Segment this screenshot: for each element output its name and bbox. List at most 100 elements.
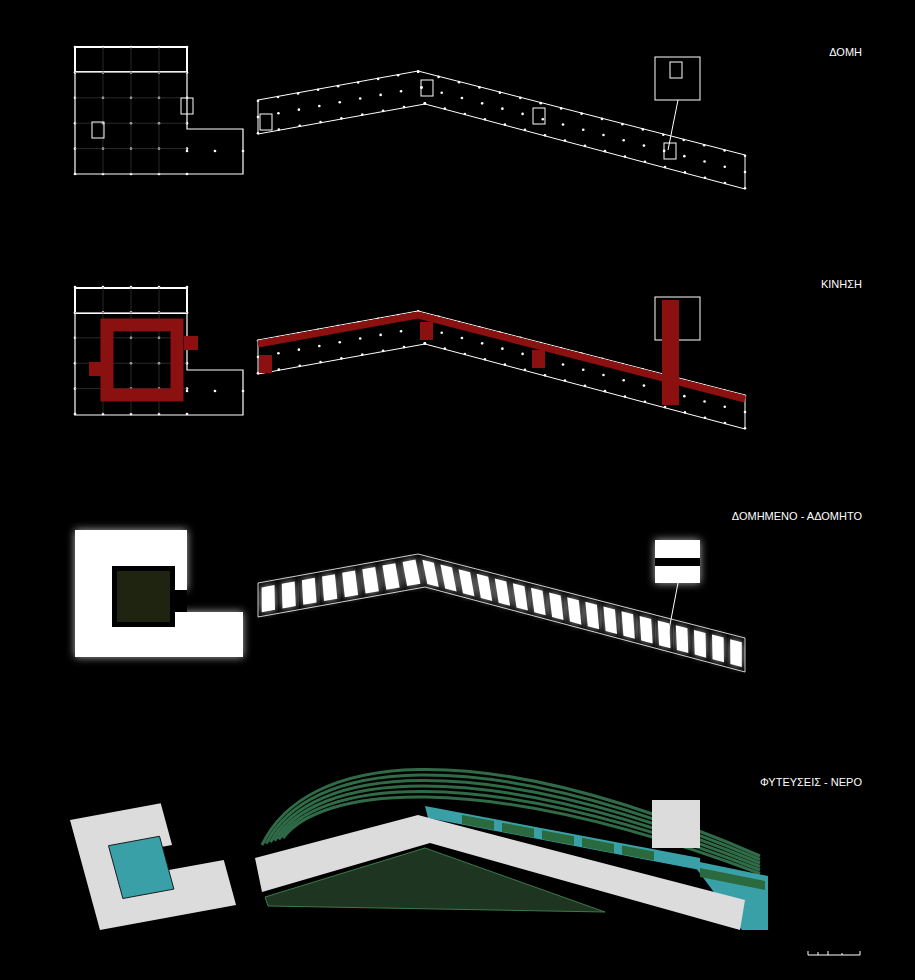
column-dot [400, 90, 403, 93]
column-dot [186, 46, 189, 49]
column-dot [461, 337, 464, 340]
column-dot [604, 390, 607, 393]
column-dot [257, 356, 260, 359]
left-block-outline [75, 288, 243, 415]
room-mass [262, 585, 275, 612]
stair-core [181, 98, 193, 114]
movement-plan [75, 288, 745, 429]
courtyard-opening [175, 590, 187, 612]
room-mass [342, 571, 358, 598]
column-dot [74, 173, 77, 176]
column-dot [214, 390, 217, 393]
column-dot [340, 117, 343, 120]
column-dot [257, 372, 260, 375]
column-dot [519, 97, 522, 100]
column-dot [359, 337, 362, 340]
column-dot [186, 413, 189, 416]
planting-bed [582, 838, 614, 853]
column-dot [440, 331, 443, 334]
column-dot [481, 342, 484, 345]
room-mass [549, 593, 563, 620]
column-dot [478, 86, 481, 89]
room-mass [302, 578, 317, 605]
room-mass [567, 597, 581, 624]
grid-line [103, 47, 104, 174]
room-mass [676, 625, 688, 653]
column-dot [319, 121, 322, 124]
planting-beds [462, 815, 765, 890]
column-dot [601, 118, 604, 121]
column-dot [186, 286, 189, 289]
courtyard-pool [108, 836, 173, 898]
column-dot [403, 346, 406, 349]
column-dot [437, 76, 440, 79]
room-mass [403, 560, 421, 586]
column-dot [186, 173, 189, 176]
panel-heading: ΦΥΤΕΥΣΕΙΣ - ΝΕΡΟ [760, 776, 862, 788]
movement-routes [89, 300, 745, 405]
panel-heading: ΔΟΜΗ [829, 46, 862, 58]
column-dot [644, 160, 647, 163]
column-dot [74, 413, 77, 416]
column-dot [424, 102, 427, 105]
panel-heading: ΔΟΜΗΜΕΝΟ - ΑΔΟΜΗΤΟ [732, 510, 862, 522]
column-dot [444, 347, 447, 350]
left-block-mass [75, 530, 243, 657]
column-dot [277, 112, 280, 115]
room-mass [322, 574, 337, 601]
left-block-outline [75, 47, 243, 174]
column-dot [340, 357, 343, 360]
column-dot [338, 341, 341, 344]
column-dot [377, 78, 380, 81]
column-dot [564, 379, 567, 382]
room-mass [585, 602, 599, 629]
column-dot [318, 345, 321, 348]
column-dot [214, 150, 217, 153]
column-dot [359, 97, 362, 100]
column-dot [582, 128, 585, 131]
room-mass [531, 588, 546, 615]
stair-core [259, 355, 272, 373]
panel-heading: ΚΙΝΗΣΗ [821, 278, 862, 290]
room-mass [694, 630, 706, 658]
room-mass [422, 560, 438, 587]
courtyard-frame [112, 566, 175, 627]
column-dot [417, 70, 420, 73]
column-dot [298, 108, 301, 111]
column-dot [379, 94, 382, 97]
column-dot [642, 128, 645, 131]
column-dot [683, 395, 686, 398]
room-mass [513, 583, 528, 610]
column-dot [361, 353, 364, 356]
room-mass [362, 567, 379, 594]
column-dot [461, 97, 464, 100]
column-dot [464, 353, 467, 356]
room-mass [622, 611, 635, 639]
column-dot [499, 91, 502, 94]
column-dot [560, 107, 563, 110]
column-dot [624, 395, 627, 398]
planting-bed [462, 815, 494, 830]
column-dot [382, 350, 385, 353]
column-dot [318, 105, 321, 108]
column-dot [74, 286, 77, 289]
movement-grid [74, 286, 747, 430]
stair-core [89, 362, 102, 376]
stair-core [421, 80, 433, 96]
column-dot [684, 411, 687, 414]
grid-line [75, 337, 187, 338]
column-dot [562, 363, 565, 366]
column-dot [723, 165, 726, 168]
grid-line [131, 47, 132, 174]
tower-outline [655, 57, 700, 100]
column-dot [464, 113, 467, 116]
column-dot [602, 134, 605, 137]
stair-core [184, 336, 198, 350]
planting-bed [542, 830, 574, 845]
column-dot [539, 102, 542, 105]
column-dot [278, 128, 281, 131]
column-dot [186, 390, 189, 393]
column-dot [562, 123, 565, 126]
column-dot [602, 374, 605, 377]
tower-mass [652, 800, 700, 848]
